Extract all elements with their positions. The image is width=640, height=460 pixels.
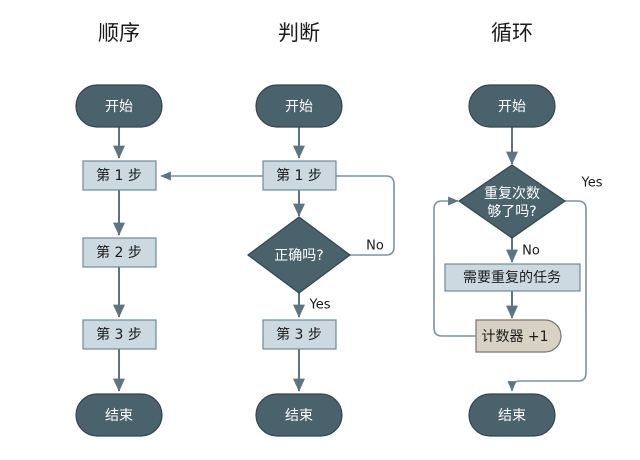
- sequence-step2-label: 第 2 步: [96, 244, 142, 261]
- sequence-step2-node[interactable]: [82, 237, 157, 268]
- connector-l-counter-loopback: [433, 196, 489, 337]
- decision-end-label: 结束: [285, 408, 313, 424]
- sequence-column: 开始 第 1 步 第 2 步 第 3 步 结束: [75, 84, 163, 437]
- loop-column: 开始 重复次数 够了吗? Yes No 需要重复的任务 计数器 +1 结束: [433, 84, 603, 437]
- connector-l-yes-to-end: [507, 200, 587, 392]
- loop-diamond-node[interactable]: [457, 164, 567, 239]
- loop-yes-label: Yes: [581, 176, 603, 191]
- column-title-loop: 循环: [491, 21, 533, 45]
- sequence-step1-node[interactable]: [82, 160, 157, 191]
- decision-step1-node[interactable]: [262, 160, 337, 191]
- column-title-sequence: 顺序: [98, 21, 140, 45]
- loop-end-label: 结束: [498, 408, 526, 424]
- loop-task-label: 需要重复的任务: [463, 269, 561, 286]
- sequence-end-node[interactable]: [75, 393, 163, 437]
- decision-no-label: No: [366, 239, 384, 254]
- decision-start-node[interactable]: [255, 84, 343, 128]
- sequence-start-label: 开始: [105, 99, 133, 115]
- decision-end-node[interactable]: [255, 393, 343, 437]
- loop-task-node[interactable]: [444, 263, 581, 292]
- loop-counter-node[interactable]: [475, 319, 562, 353]
- connector-d-no-loopback: [160, 171, 395, 256]
- decision-yes-label: Yes: [309, 298, 331, 313]
- decision-diamond-label: 正确吗?: [274, 248, 323, 264]
- decision-step3-node[interactable]: [262, 319, 337, 350]
- decision-diamond-node[interactable]: [246, 216, 352, 294]
- decision-column: 开始 第 1 步 正确吗? No Yes 第 3 步 结束: [160, 84, 395, 437]
- loop-start-label: 开始: [498, 99, 526, 115]
- loop-diamond-label-line2: 够了吗?: [487, 204, 536, 220]
- loop-no-label: No: [522, 244, 540, 259]
- sequence-start-node[interactable]: [75, 84, 163, 128]
- sequence-step3-node[interactable]: [82, 319, 157, 350]
- sequence-step3-label: 第 3 步: [96, 326, 142, 343]
- column-title-decision: 判断: [278, 21, 320, 45]
- loop-counter-label: 计数器 +1: [481, 329, 548, 345]
- decision-step3-label: 第 3 步: [276, 326, 322, 343]
- loop-end-node[interactable]: [468, 393, 556, 437]
- decision-step1-label: 第 1 步: [276, 167, 322, 184]
- sequence-end-label: 结束: [105, 408, 133, 424]
- loop-diamond-label-line1: 重复次数: [484, 185, 540, 202]
- decision-start-label: 开始: [285, 99, 313, 115]
- loop-start-node[interactable]: [468, 84, 556, 128]
- sequence-step1-label: 第 1 步: [96, 167, 142, 184]
